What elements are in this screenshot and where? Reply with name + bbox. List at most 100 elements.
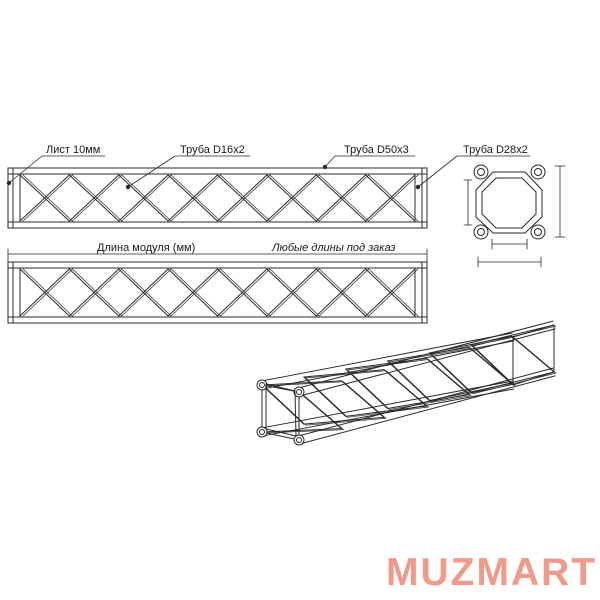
diagonal-brace (167, 174, 218, 222)
iso-diagonal-brace (470, 324, 555, 346)
iso-diagonal-brace (511, 335, 555, 373)
diagonal-brace-edge (368, 268, 419, 317)
iso-diagonal-brace-edge (389, 347, 472, 363)
diagonal-brace (217, 268, 268, 317)
chord-tube-bore (477, 168, 485, 176)
iso-diagonal-brace-edge (385, 370, 429, 408)
diagonal-brace-edge (368, 174, 419, 222)
diagonal-brace (266, 174, 317, 222)
diagonal-brace-edge (318, 268, 369, 317)
leader-dot (415, 184, 421, 190)
chord-tube-edge (260, 332, 513, 382)
diagonal-brace (19, 174, 70, 222)
diagonal-brace-edge (170, 174, 221, 222)
leader-dot (6, 180, 12, 186)
leader-tube-brace (127, 155, 251, 188)
end-plate-right (421, 261, 428, 324)
section-plate-inner (481, 177, 537, 229)
iso-diagonal-brace-edge (300, 392, 344, 431)
chord-tube-edge (260, 380, 513, 429)
label-tube-chord: Труба D50x3 (344, 144, 409, 156)
iso-chord-bore (259, 382, 265, 388)
diagonal-brace (118, 268, 169, 317)
diagonal-brace-edge (269, 174, 320, 222)
diagonal-brace (167, 268, 218, 317)
diagonal-brace-edge (72, 268, 123, 317)
iso-diagonal-brace-edge (428, 359, 472, 397)
iso-chord-end (293, 386, 305, 398)
chord-tube-bore (534, 228, 542, 236)
iso-chord-bore (296, 389, 302, 395)
iso-diagonal-brace-edge (347, 359, 429, 371)
iso-diagonal-brace-edge (513, 336, 557, 374)
diagonal-brace (118, 174, 169, 222)
iso-diagonal-brace-edge (389, 395, 472, 410)
side-view-top (7, 167, 428, 229)
diagonal-brace (266, 268, 317, 317)
iso-diagonal-brace-edge (305, 377, 349, 418)
iso-chord-bore (296, 437, 302, 443)
leader-dot (125, 184, 131, 190)
brand-logo: MUZMART (386, 551, 598, 594)
diagonal-brace-edge (121, 174, 172, 222)
iso-diagonal-brace-edge (263, 381, 344, 387)
iso-chord-bore (259, 429, 265, 435)
iso-end-frame (512, 324, 555, 386)
leader-tube-chord (324, 155, 416, 168)
iso-diagonal-brace (341, 380, 385, 418)
diagonal-brace (315, 268, 367, 317)
diagonal-brace (365, 174, 416, 222)
iso-diagonal-brace (303, 376, 347, 417)
isometric-view (256, 320, 557, 446)
label-sheet: Лист 10мм (46, 144, 101, 156)
diagonal-brace-edge (220, 174, 271, 222)
iso-diagonal-brace (387, 394, 470, 409)
iso-diagonal-brace (468, 346, 512, 384)
label-tube-brace: Труба D16x2 (180, 144, 245, 156)
diagonal-brace-edge (121, 268, 172, 317)
iso-diagonal-brace-edge (430, 353, 474, 395)
iso-diagonal-brace-edge (305, 417, 387, 426)
iso-diagonal-brace-edge (347, 406, 429, 418)
chord-tube-bore (477, 228, 485, 236)
iso-diagonal-brace (345, 358, 427, 370)
iso-chord-end (256, 379, 268, 391)
end-plate-left (7, 261, 14, 324)
iso-diagonal-brace-edge (347, 369, 390, 410)
diagonal-brace-edge (220, 268, 271, 317)
diagonal-brace (315, 174, 367, 222)
label-any-length: Любые длины под заказ (272, 242, 396, 254)
iso-diagonal-brace (387, 360, 430, 402)
iso-diagonal-brace (261, 380, 342, 386)
side-view-bottom (7, 248, 428, 324)
leader-lines (6, 155, 531, 190)
chord-tube-edge (299, 375, 556, 445)
diagonal-brace (365, 268, 416, 317)
iso-diagonal-brace (426, 358, 470, 396)
iso-diagonal-brace (298, 391, 342, 430)
iso-diagonal-brace-edge (343, 381, 387, 419)
iso-end-plate (265, 383, 297, 437)
cross-section-view (463, 164, 566, 268)
chord-tube-bore (534, 168, 542, 176)
label-tube-corner: Труба D28x2 (463, 144, 528, 156)
leader-dot (322, 164, 328, 170)
leader-tube-corner (417, 155, 531, 188)
section-plate-outer (475, 171, 543, 234)
end-plate-right (421, 167, 428, 229)
chord-tube-section (530, 164, 546, 180)
label-module-length: Длина модуля (мм) (97, 242, 196, 254)
diagonal-brace-edge (318, 174, 369, 222)
leader-sheet (8, 155, 106, 184)
iso-diagonal-brace (428, 352, 472, 394)
iso-diagonal-brace (387, 346, 470, 362)
diagonal-brace (19, 268, 70, 317)
iso-chord-end (293, 434, 305, 446)
diagonal-brace-edge (170, 268, 221, 317)
iso-diagonal-brace (345, 405, 427, 417)
iso-diagonal-brace-edge (263, 429, 344, 434)
chord-tube-section (473, 224, 489, 240)
diagonal-brace-edge (22, 268, 73, 317)
